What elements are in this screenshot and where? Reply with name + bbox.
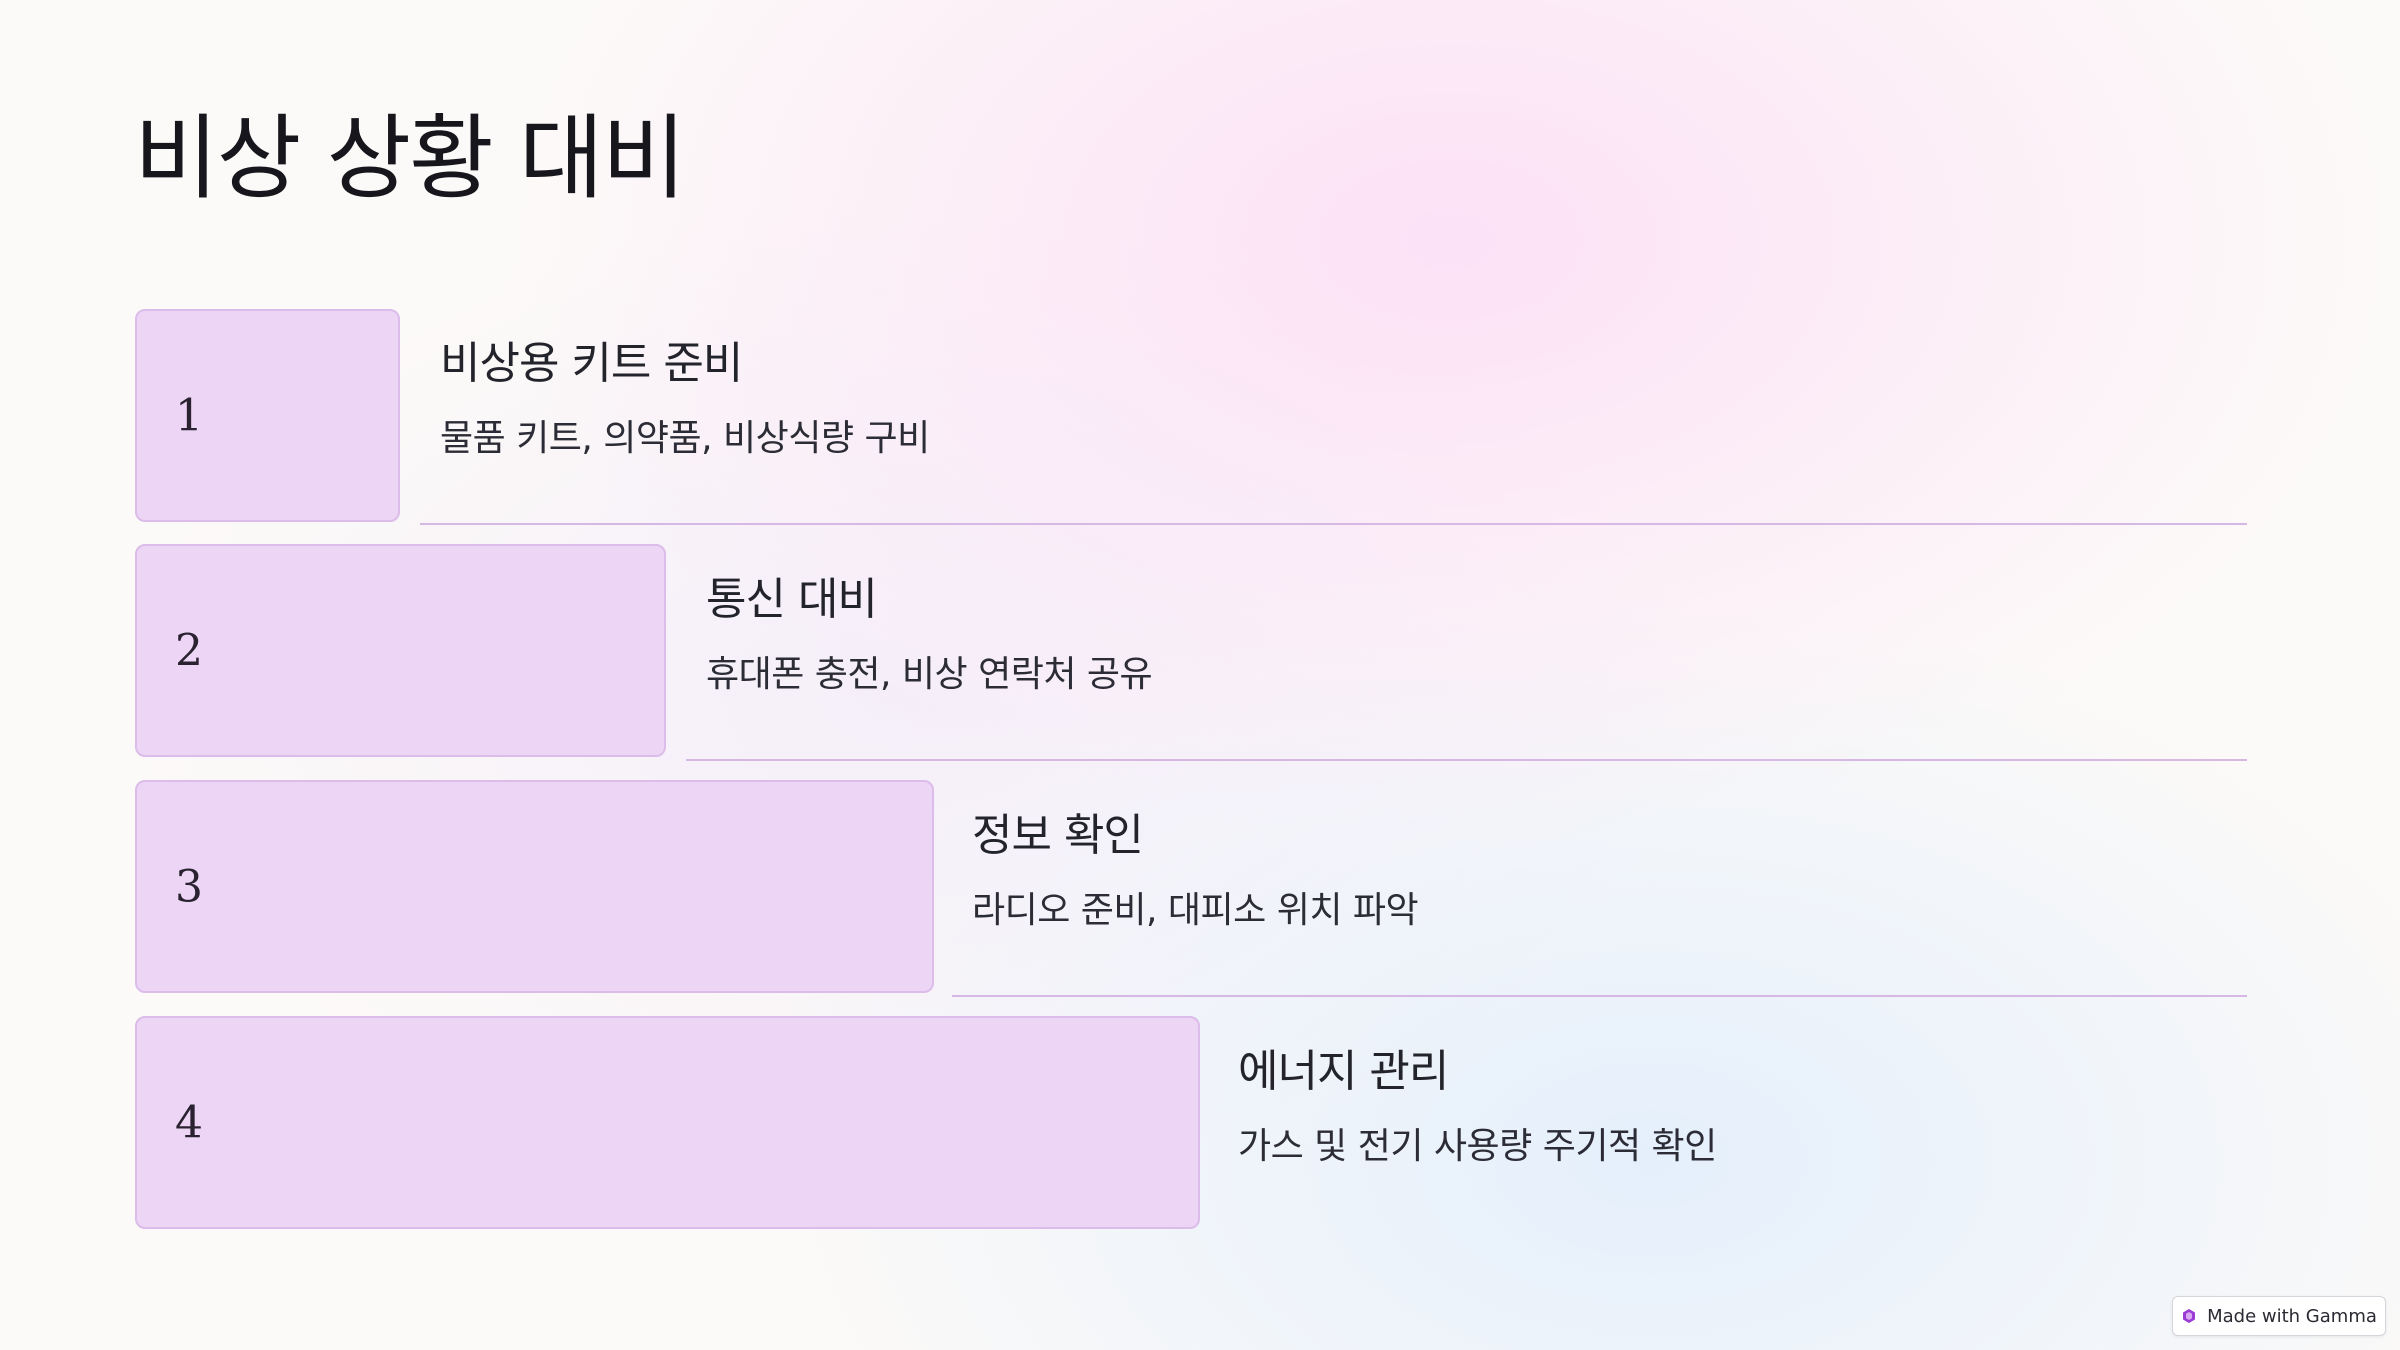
step-3-description: 라디오 준비, 대피소 위치 파악: [972, 889, 1419, 931]
step-1-content: 비상용 키트 준비 물품 키트, 의약품, 비상식량 구비: [440, 338, 930, 460]
step-3-number-box: 3: [135, 780, 934, 993]
step-1-title: 비상용 키트 준비: [440, 338, 743, 389]
page-title: 비상 상황 대비: [134, 105, 686, 212]
step-2-content: 통신 대비 휴대폰 충전, 비상 연락처 공유: [706, 574, 1153, 696]
step-4-content: 에너지 관리 가스 및 전기 사용량 주기적 확인: [1238, 1046, 1717, 1168]
step-3-number: 3: [175, 861, 203, 912]
made-with-gamma-badge[interactable]: Made with Gamma: [2172, 1296, 2386, 1336]
step-3-divider: [952, 995, 2247, 997]
step-2-description: 휴대폰 충전, 비상 연락처 공유: [706, 653, 1153, 695]
badge-label: Made with Gamma: [2207, 1305, 2377, 1327]
step-1-divider: [420, 523, 2247, 525]
step-4-number-box: 4: [135, 1016, 1200, 1229]
gamma-logo-icon: [2183, 1309, 2196, 1323]
step-1-number-box: 1: [135, 309, 400, 522]
step-1-description: 물품 키트, 의약품, 비상식량 구비: [440, 417, 930, 459]
step-4-title: 에너지 관리: [1238, 1046, 1449, 1097]
step-2-number: 2: [175, 625, 203, 676]
step-4-description: 가스 및 전기 사용량 주기적 확인: [1238, 1125, 1717, 1167]
step-1-number: 1: [175, 390, 203, 441]
step-2-divider: [686, 759, 2247, 761]
step-2-number-box: 2: [135, 544, 666, 757]
step-3-title: 정보 확인: [972, 810, 1144, 861]
step-3-content: 정보 확인 라디오 준비, 대피소 위치 파악: [972, 810, 1419, 932]
step-4-number: 4: [175, 1097, 203, 1148]
step-2-title: 통신 대비: [706, 574, 878, 625]
